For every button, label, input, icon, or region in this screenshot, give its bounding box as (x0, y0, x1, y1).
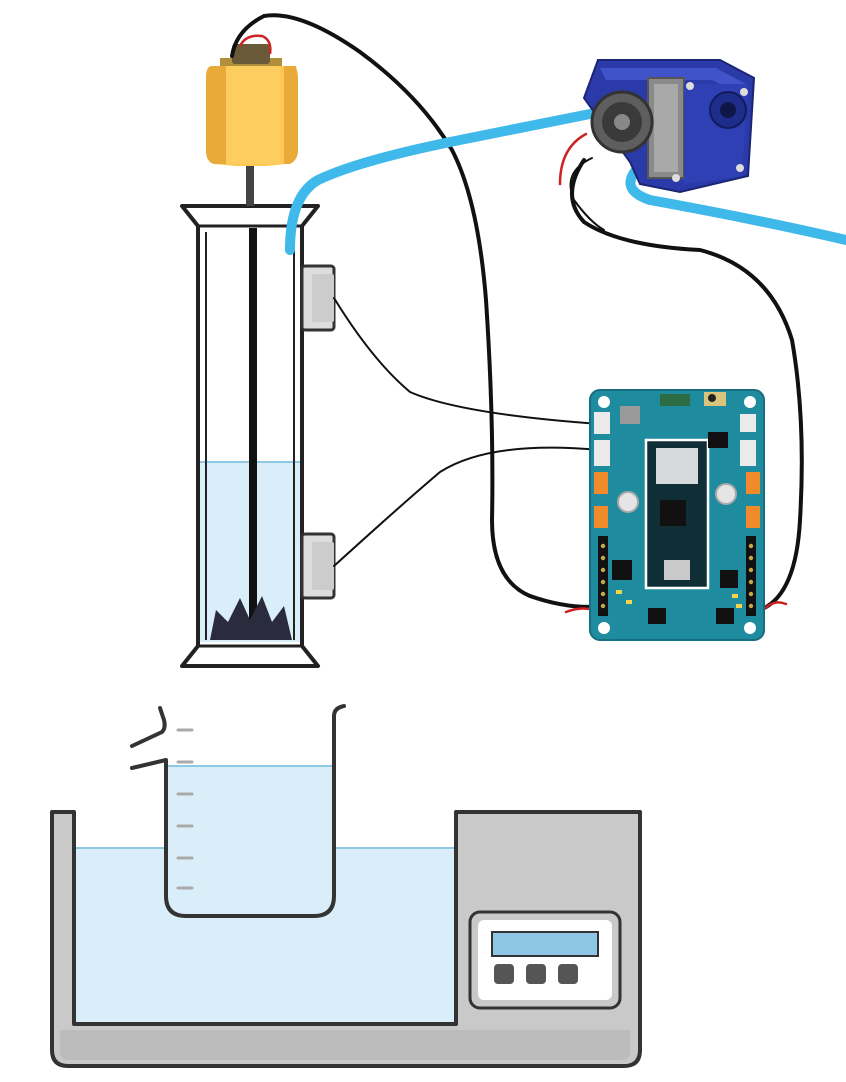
controller-board (589, 389, 765, 641)
peristaltic-pump (582, 59, 756, 194)
wire-motor-to-board (230, 13, 606, 609)
tube-pump-to-column (285, 109, 595, 255)
beaker-graduations (176, 728, 194, 890)
lcd-display (491, 931, 599, 957)
wire-upper-sensor (333, 297, 601, 425)
stirrer-shaft (249, 228, 257, 630)
bath-button-3[interactable] (558, 964, 578, 984)
tubing (285, 109, 846, 255)
stirrer-motor (206, 34, 298, 206)
level-sensor-lower (300, 532, 336, 600)
tube-pump-outlet (625, 165, 846, 245)
water-bath (50, 810, 642, 1068)
wires (230, 13, 804, 612)
bath-button-1[interactable] (494, 964, 514, 984)
connector-2 (594, 440, 610, 466)
level-sensor-upper (300, 264, 336, 332)
beaker (130, 704, 346, 918)
wire-pump-to-board (570, 158, 804, 612)
stirrer-impeller (210, 596, 292, 640)
glass-column (180, 204, 336, 668)
bath-button-2[interactable] (526, 964, 546, 984)
bath-control-panel (468, 910, 622, 1010)
beaker-outline (130, 704, 346, 918)
wire-lower-sensor (333, 446, 601, 567)
connector-1 (594, 412, 610, 434)
